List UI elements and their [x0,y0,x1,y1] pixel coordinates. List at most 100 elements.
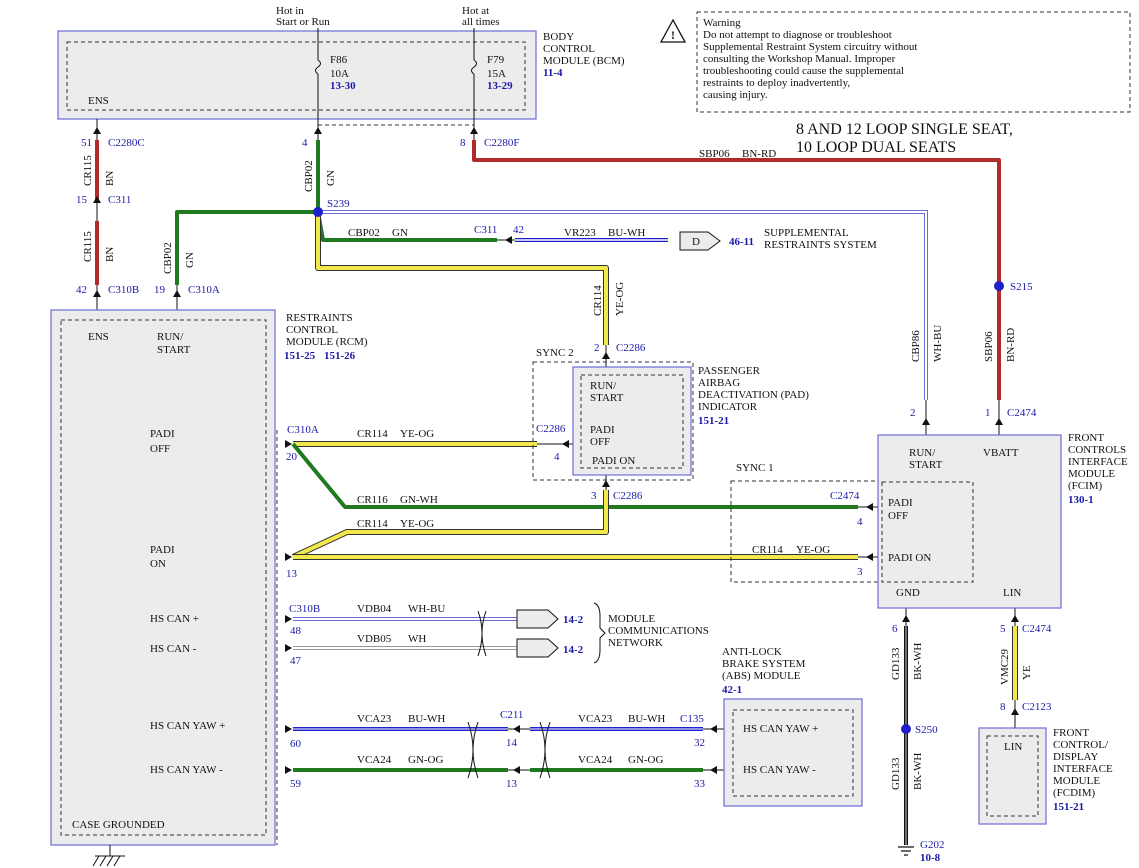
abs-name: ANTI-LOCK [722,646,782,658]
fcdim-ref-link[interactable]: 151-21 [1053,801,1084,813]
wire-circuit-label: CBP02 [303,160,315,192]
wire-circuit-label: VR223 [564,227,596,239]
case-ground-icon [92,845,125,867]
fcim-name: INTERFACE [1068,456,1128,468]
wire-circuit-label: CR115 [82,155,94,186]
connector-label[interactable]: C2286 [536,423,566,435]
pin-number: 19 [154,284,166,296]
connector-label[interactable]: C310A [287,424,319,436]
connector-label[interactable]: C135 [680,713,704,725]
srs-tag: D [692,236,700,248]
pad-ref-link[interactable]: 151-21 [698,415,729,427]
wire-cr114-padi-on [292,490,608,559]
abs-pin-label: HS CAN YAW + [743,723,818,735]
rcm-pin-label: RUN/ [157,331,184,343]
mcn-reference[interactable]: 14-2 14-2 MODULE COMMUNICATIONS NETWORK [516,602,709,664]
fcim-pin-label: OFF [888,510,908,522]
connector-label[interactable]: C2474 [1007,407,1037,419]
srs-reference[interactable]: D 46-11 SUPPLEMENTAL RESTRAINTS SYSTEM [679,227,877,251]
mcn-ref-link[interactable]: 14-2 [563,614,584,626]
wire-color-label: WH [408,633,426,645]
wire-circuit-label: CR115 [82,231,94,262]
connector-label[interactable]: C310B [289,603,320,615]
sync-label: SYNC 1 [736,462,774,474]
pin-number: 6 [892,623,898,635]
fuse-ref-link[interactable]: 13-29 [487,80,513,92]
connector-label[interactable]: C2123 [1022,701,1052,713]
wire-cr116 [291,442,858,509]
connector-label[interactable]: C2280F [484,137,519,149]
fcim-pin-label: RUN/ [909,447,936,459]
pin-number: 48 [290,625,302,637]
srs-ref-link[interactable]: 46-11 [729,236,754,248]
pin-number: 5 [1000,623,1006,635]
fuse-id: F86 [330,54,348,66]
warning-box [696,11,1131,113]
splice-label: S250 [915,724,938,736]
mcn-ref-link[interactable]: 14-2 [563,644,584,656]
connector-label[interactable]: C2286 [616,342,646,354]
abs-ref-link[interactable]: 42-1 [722,684,742,696]
wire-circuit-label: CR116 [357,494,388,506]
fcim-ref-link[interactable]: 130-1 [1068,494,1094,506]
fcim-pin-label: VBATT [983,447,1019,459]
pad-name: INDICATOR [698,401,758,413]
connector-label[interactable]: C311 [108,194,131,206]
wire-color-label: BU-WH [608,227,645,239]
wire-color-label: YE [1021,665,1033,680]
splice-s215[interactable] [994,281,1004,291]
ground-icon [898,846,914,856]
connector-label[interactable]: C310A [188,284,220,296]
warning-line: Do not attempt to diagnose or troublesho… [703,29,892,41]
fcim-module: SYNC 1 RUN/ START VBATT PADI OFF PADI ON… [730,432,1128,609]
splice-s239[interactable] [313,207,323,217]
wire-color-label: WH-BU [932,325,944,362]
diagram-heading: 8 AND 12 LOOP SINGLE SEAT, [796,121,1013,138]
fcdim-name: CONTROL/ [1053,739,1109,751]
wire-circuit-label: VCA24 [578,754,613,766]
rcm-pin-label: HS CAN YAW - [150,764,223,776]
wire-color-label: YE-OG [614,282,626,316]
rcm-ref-link[interactable]: 151-25 [284,350,316,362]
hot-label: Start or Run [276,16,330,28]
fcdim-name: DISPLAY [1053,751,1098,763]
diagram-heading: 10 LOOP DUAL SEATS [796,139,956,156]
fuse-ref-link[interactable]: 13-30 [330,80,356,92]
splice-s250[interactable] [901,724,911,734]
connector-label[interactable]: C2280C [108,137,145,149]
bcm-ref-link[interactable]: 11-4 [543,67,563,79]
bcm-name: BODY [543,31,574,43]
wire-color-label: BN-RD [1005,328,1017,362]
rcm-pin-label: PADI [150,544,175,556]
bcm-name: CONTROL [543,43,595,55]
fuse-icon [315,59,321,75]
abs-name: BRAKE SYSTEM [722,658,806,670]
wire-circuit-label: CR114 [357,518,388,530]
connector-label[interactable]: C2474 [830,490,860,502]
wire-color-label: GN [184,252,196,268]
wire-color-label: BN [104,247,116,262]
wire-circuit-label: VDB04 [357,603,392,615]
wire-cbp02 [175,210,318,285]
rcm-pin-label: START [157,344,191,356]
wire-color-label: BN [104,171,116,186]
wire-color-label: BN-RD [742,148,776,160]
pin-number: 2 [594,342,600,354]
ground-ref-link[interactable]: 10-8 [920,852,941,864]
connector-label[interactable]: C2286 [613,490,643,502]
pin-number: 8 [1000,701,1006,713]
connector-label[interactable]: C311 [474,224,497,236]
mcn-label: MODULE [608,613,655,625]
connector-label[interactable]: C211 [500,709,523,721]
pad-pin-label: OFF [590,436,610,448]
hot-label: Hot at [462,5,489,17]
wire-circuit-label: VMC29 [999,648,1011,685]
pin-number: 32 [694,737,705,749]
connector-label[interactable]: C2474 [1022,623,1052,635]
fcdim-pin-label: LIN [1004,741,1022,753]
connector-label[interactable]: C310B [108,284,139,296]
fuse-icon [471,59,477,75]
bracket-icon [593,602,606,664]
rcm-ref-link[interactable]: 151-26 [324,350,356,362]
